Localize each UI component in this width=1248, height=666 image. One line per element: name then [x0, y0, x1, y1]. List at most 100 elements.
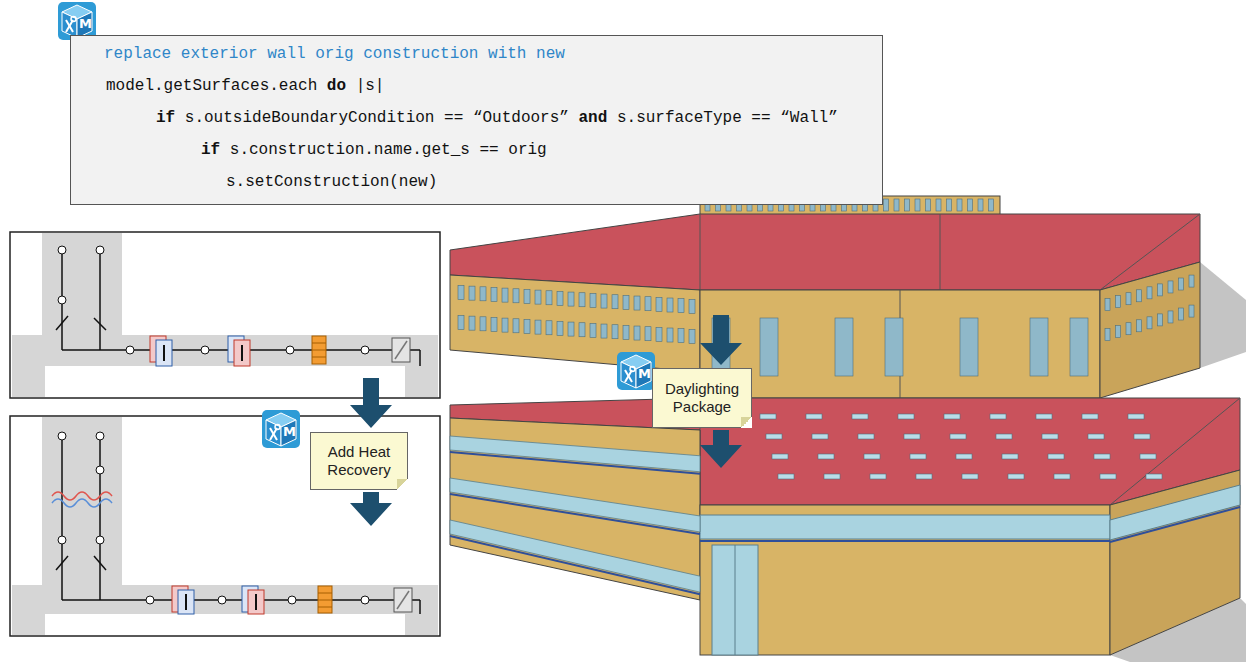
window — [1116, 296, 1121, 308]
window — [894, 199, 899, 211]
fan-blade — [395, 341, 407, 359]
heater-stripe — [318, 600, 332, 601]
roof — [450, 214, 1200, 290]
light-shelf — [450, 536, 700, 594]
window — [1168, 281, 1173, 293]
window — [601, 324, 607, 338]
window — [1189, 305, 1194, 317]
icon-letter: M — [282, 425, 297, 439]
measure-icon — [262, 410, 300, 448]
window — [947, 199, 952, 211]
window — [645, 327, 651, 341]
heater-stripe — [318, 607, 332, 608]
window — [557, 321, 563, 335]
window — [623, 325, 629, 339]
damper — [94, 318, 106, 330]
roof-seam — [940, 214, 941, 290]
duct-line — [61, 432, 63, 600]
skylight — [1042, 434, 1058, 439]
heater-stripe — [312, 357, 326, 358]
note-text: Daylighting Package — [659, 380, 745, 416]
callout-note: Daylighting Package — [652, 368, 752, 428]
skylight — [1140, 454, 1156, 459]
node-dot — [58, 296, 66, 304]
coil-mark — [185, 594, 187, 610]
skylight — [852, 414, 868, 419]
light-shelf — [450, 494, 700, 534]
duct-line — [99, 246, 101, 350]
wall — [700, 505, 1110, 655]
light-shelf — [700, 540, 1110, 542]
window — [915, 199, 920, 211]
duct-line — [419, 350, 421, 366]
node-dot — [361, 596, 369, 604]
skylight — [1094, 454, 1110, 459]
skylight — [1048, 454, 1064, 459]
skylight — [1002, 454, 1018, 459]
window — [905, 199, 910, 211]
wall — [700, 290, 1100, 398]
duct-zone — [12, 585, 438, 635]
wall — [450, 418, 700, 600]
roof-seam — [700, 214, 701, 290]
skylight — [950, 434, 966, 439]
skylight — [870, 474, 886, 479]
window — [656, 297, 662, 311]
window — [590, 323, 596, 337]
window — [458, 285, 464, 299]
skylight — [962, 474, 978, 479]
skylight — [824, 474, 840, 479]
window — [480, 287, 486, 301]
skylight — [1008, 474, 1024, 479]
skylight — [864, 454, 880, 459]
coil — [156, 340, 172, 366]
window — [502, 288, 508, 302]
window — [502, 318, 508, 332]
fan — [394, 588, 412, 612]
shadow — [1200, 262, 1246, 368]
node-dot — [96, 466, 104, 474]
light-shelf — [450, 452, 700, 474]
code-line: s.setConstruction(new) — [226, 172, 437, 192]
block-arrow — [700, 315, 742, 365]
skylight — [898, 414, 914, 419]
block-arrow — [350, 378, 392, 428]
code-line: if s.construction.name.get_s == orig — [201, 140, 547, 160]
coil-mark — [255, 594, 257, 610]
heater-stripe — [312, 343, 326, 344]
light-shelf — [1110, 507, 1240, 542]
window — [612, 295, 618, 309]
coil-mark — [241, 345, 243, 361]
window — [579, 293, 585, 307]
window — [1126, 323, 1131, 335]
window — [656, 327, 662, 341]
panel-inner — [45, 614, 405, 635]
window — [513, 289, 519, 303]
panel-frame — [10, 416, 440, 636]
window — [469, 316, 475, 330]
windows — [450, 199, 1194, 594]
node-dot — [288, 596, 296, 604]
heater — [312, 336, 326, 364]
skylight — [910, 454, 926, 459]
icon-letter: M — [78, 17, 93, 31]
window — [926, 199, 931, 211]
window — [968, 199, 973, 211]
heat-recovery-symbol — [52, 499, 112, 507]
panel-inner — [45, 366, 405, 397]
window — [678, 329, 684, 343]
block-arrow — [700, 430, 742, 468]
clerestory-glazing — [700, 515, 1110, 539]
window — [568, 292, 574, 306]
window — [1116, 326, 1121, 338]
window — [835, 318, 853, 376]
window — [1030, 318, 1048, 376]
window — [623, 295, 629, 309]
window — [1179, 308, 1184, 320]
fan — [392, 338, 410, 362]
coil — [248, 590, 264, 614]
skylight — [806, 414, 822, 419]
skylight — [858, 434, 874, 439]
window — [480, 317, 486, 331]
window — [1179, 278, 1184, 290]
